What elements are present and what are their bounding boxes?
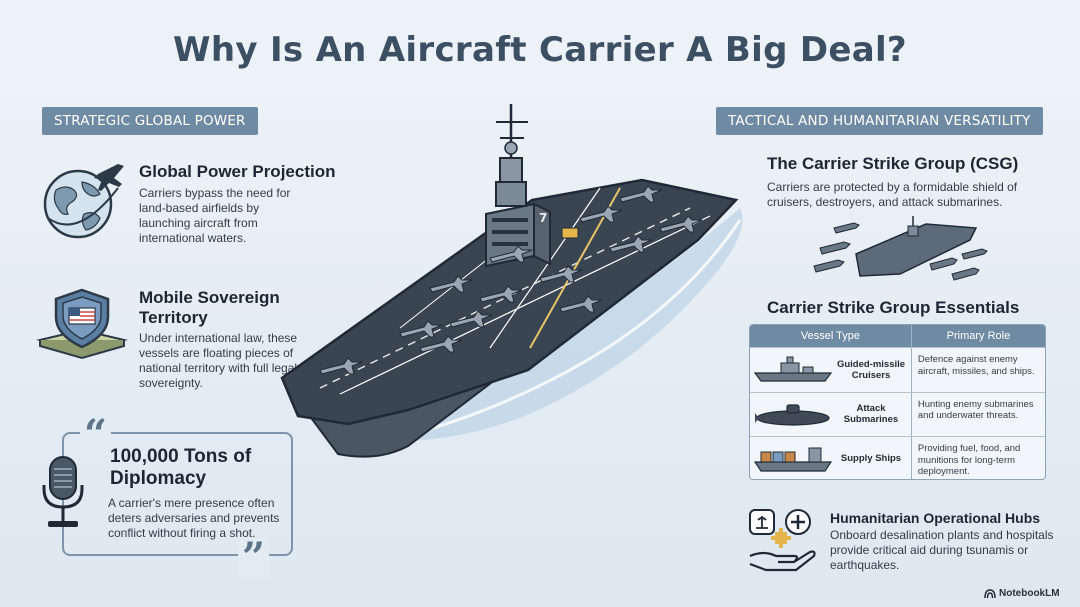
section-label-strategic: STRATEGIC GLOBAL POWER: [42, 107, 258, 135]
open-quote-icon: “: [80, 415, 112, 455]
table-row: Supply Ships Providing fuel, food, and m…: [750, 436, 1045, 479]
table-row: Attack Submarines Hunting enemy submarin…: [750, 391, 1045, 437]
close-quote-icon: ”: [238, 538, 270, 578]
item-body-diplomacy: A carrier's mere presence often deters a…: [108, 496, 280, 540]
item-title-sovereign-territory: Mobile Sovereign Territory: [139, 288, 280, 327]
essentials-title: Carrier Strike Group Essentials: [767, 298, 1020, 317]
item-title-diplomacy: 100,000 Tons of Diplomacy: [110, 446, 252, 489]
cruiser-icon: [753, 356, 833, 382]
notebooklm-logo-icon: [984, 588, 996, 598]
table-row: Guided-missile Cruisers Defence against …: [750, 347, 1045, 392]
humanitarian-title: Humanitarian Operational Hubs: [830, 510, 1041, 526]
vessel-name: Guided-missile Cruisers: [836, 358, 906, 381]
submarine-icon: [755, 404, 830, 426]
strike-group-table: Vessel Type Primary Role Guided-missile …: [749, 324, 1046, 480]
vessel-role: Providing fuel, food, and munitions for …: [917, 443, 1021, 478]
globe-airplane-icon: [43, 164, 124, 239]
vessel-name: Supply Ships: [840, 453, 902, 465]
strike-group-fleet-icon: [813, 216, 988, 281]
humanitarian-body: Onboard desalination plants and hospital…: [830, 528, 1054, 572]
brand-watermark: NotebookLM: [984, 588, 1060, 599]
hull-number: 7: [539, 211, 547, 225]
csg-title: The Carrier Strike Group (CSG): [767, 154, 1019, 173]
vessel-role: Hunting enemy submarines and underwater …: [917, 398, 1034, 422]
microphone-icon: [42, 456, 84, 527]
section-label-tactical: TACTICAL AND HUMANITARIAN VERSATILITY: [716, 107, 1043, 135]
supply-ship-icon: [753, 447, 833, 472]
csg-body: Carriers are protected by a formidable s…: [767, 180, 1018, 209]
column-header-vessel: Vessel Type: [750, 325, 912, 347]
table-header: Vessel Type Primary Role: [750, 325, 1045, 347]
item-title-power-projection: Global Power Projection: [139, 162, 336, 181]
column-header-role: Primary Role: [946, 330, 1011, 342]
item-body-power-projection: Carriers bypass the need for land-based …: [139, 186, 291, 245]
item-body-sovereign-territory: Under international law, these vessels a…: [139, 331, 298, 390]
aircraft-carrier-illustration: 7: [280, 104, 743, 458]
page-title: Why Is An Aircraft Carrier A Big Deal?: [173, 30, 907, 70]
vessel-role: Defence against enemy aircraft, missiles…: [917, 354, 1035, 377]
vessel-name: Attack Submarines: [843, 403, 899, 426]
humanitarian-aid-icon: [749, 509, 816, 572]
flag-shield-icon: [36, 288, 128, 360]
brand-label: NotebookLM: [999, 588, 1060, 599]
